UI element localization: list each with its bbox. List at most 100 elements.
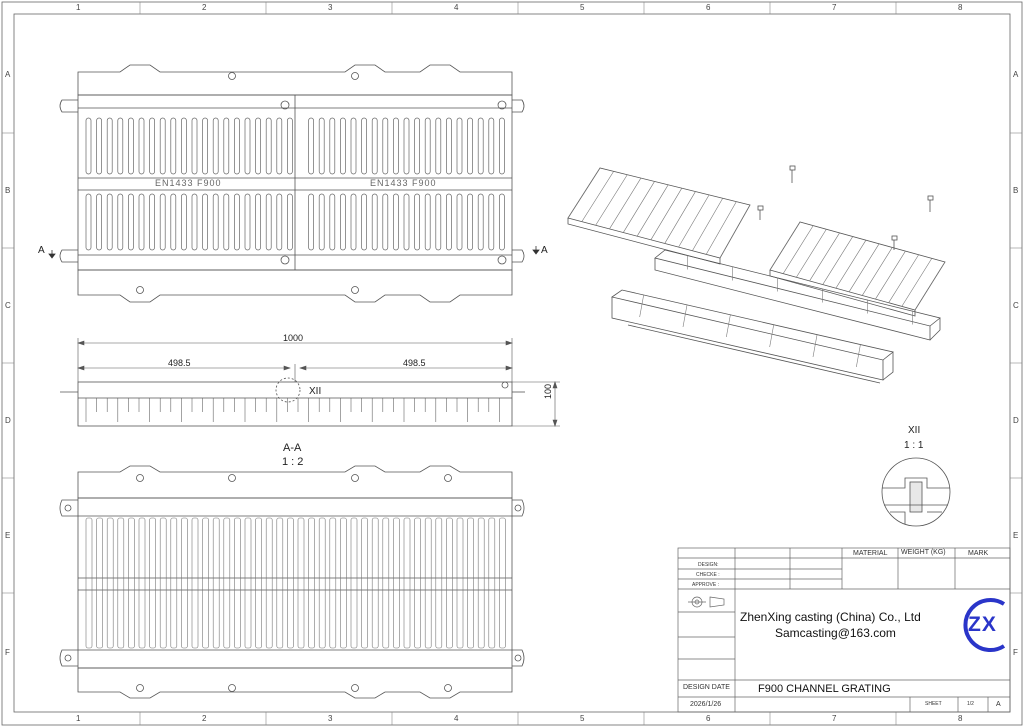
iso-grate-left: [567, 167, 751, 259]
grate-slot: [202, 193, 208, 251]
grate-slot: [255, 193, 261, 251]
dim-height: 100: [543, 383, 553, 399]
row-label-f: F: [5, 648, 10, 657]
iso-channel-rib: [682, 304, 688, 328]
grate-slot: [308, 193, 314, 251]
grate-slot: [181, 117, 187, 175]
grate-slot: [371, 117, 378, 175]
grate-slot: [435, 193, 442, 251]
grate-slot: [117, 117, 124, 175]
top-view-flange-bottom: [77, 269, 513, 303]
side-view-teeth: [85, 398, 500, 422]
col-label-4-bottom: 4: [454, 714, 459, 723]
grate-slot: [159, 193, 166, 251]
row-label-a: A: [5, 70, 11, 79]
iso-rib: [692, 198, 723, 251]
section-bar: [371, 517, 379, 649]
grate-slot: [308, 117, 314, 175]
iso-channel-lower: [611, 289, 894, 361]
grate-slot: [287, 193, 293, 251]
grate-slot: [456, 117, 463, 175]
section-bar: [255, 517, 262, 649]
grate-slot: [318, 193, 325, 251]
row-label-c: C: [5, 301, 11, 310]
section-bar: [361, 517, 368, 649]
section-bar: [308, 517, 315, 649]
grate-slot: [350, 117, 357, 175]
section-bar: [446, 517, 453, 649]
section-bar: [96, 517, 103, 649]
grate-slot: [96, 193, 102, 251]
grate-slot: [234, 193, 240, 251]
section-bar: [117, 517, 125, 649]
grate-slot: [361, 117, 367, 175]
sheet-value: 1/2: [967, 701, 974, 707]
iso-rib: [862, 247, 893, 296]
grate-slot: [329, 193, 336, 251]
row-label-e: E: [5, 531, 11, 540]
grate-slot: [499, 117, 505, 175]
dimension-lines: [77, 338, 560, 427]
section-bar: [234, 517, 241, 649]
section-bar: [435, 517, 443, 649]
title-block: [677, 547, 1011, 713]
grate-slot: [191, 117, 198, 175]
grate-slot: [85, 193, 92, 251]
col-label-7-bottom: 7: [832, 714, 837, 723]
design-date-label: DESIGN DATE: [683, 684, 730, 691]
iso-rib: [678, 194, 710, 248]
mark-header: MARK: [968, 550, 989, 557]
iso-rib: [609, 177, 642, 230]
grate-slot: [181, 193, 187, 251]
grate-slot: [234, 117, 240, 175]
iso-channel-rib: [769, 324, 774, 348]
grate-slot: [138, 117, 145, 175]
col-label-8: 8: [958, 3, 963, 12]
section-view-bars: [85, 517, 506, 649]
section-bar: [138, 517, 146, 649]
section-bar: [106, 517, 114, 649]
section-marker-left: A: [38, 245, 45, 256]
grate-slot: [350, 193, 357, 251]
iso-rib: [595, 174, 628, 226]
grate-slot: [467, 193, 473, 251]
grate-slot: [128, 193, 134, 251]
col-label-8-bottom: 8: [958, 714, 963, 723]
section-grate-body: [77, 497, 513, 669]
section-bar: [382, 517, 390, 649]
iso-rib: [809, 232, 840, 282]
grate-slot: [318, 117, 325, 175]
grate-slot: [340, 193, 346, 251]
col-label-1-bottom: 1: [76, 714, 81, 723]
projection-symbol: [688, 596, 725, 608]
section-bar: [329, 517, 337, 649]
grate-slot: [149, 117, 155, 175]
top-view-flange-top: [77, 64, 513, 96]
grate-slot: [244, 193, 251, 251]
grate-slot: [340, 117, 346, 175]
iso-rib: [796, 229, 827, 278]
grate-slot: [499, 193, 505, 251]
design-label: DESIGN:: [698, 562, 719, 568]
grate-slot: [223, 117, 230, 175]
grate-slot: [446, 193, 452, 251]
section-view: [59, 465, 525, 699]
grate-slot: [414, 193, 420, 251]
iso-rib: [822, 236, 853, 285]
grate-slot: [276, 193, 283, 251]
detail-view: [881, 457, 951, 527]
check-label: CHECKE :: [696, 572, 720, 578]
dim-overall-length: 1000: [283, 333, 304, 343]
section-bar: [287, 517, 294, 649]
side-view-body: [77, 381, 513, 427]
section-bar: [244, 517, 252, 649]
col-label-5-bottom: 5: [580, 714, 585, 723]
section-bar: [181, 517, 188, 649]
grate-slot: [446, 117, 452, 175]
company-email: Samcasting@163.com: [775, 626, 896, 640]
col-label-3: 3: [328, 3, 333, 12]
grate-slot: [287, 117, 293, 175]
material-header: MATERIAL: [853, 550, 888, 557]
section-bar: [499, 517, 506, 649]
